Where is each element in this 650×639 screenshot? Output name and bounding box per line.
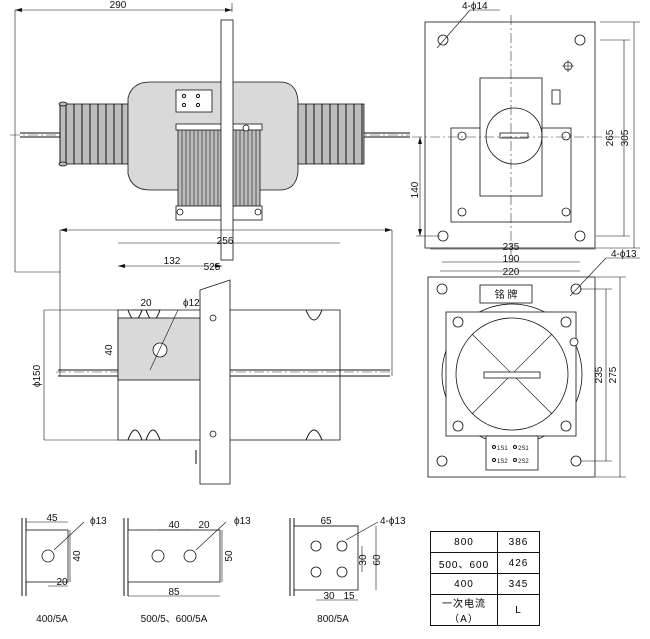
end-nameplate	[479, 284, 533, 304]
dim-290: 290	[110, 0, 127, 11]
side-hole-label: 4-ϕ14	[462, 1, 488, 12]
detail-400-hole	[41, 549, 55, 563]
side-hole	[574, 34, 586, 46]
right-bellows	[297, 103, 365, 165]
detail-400-caption: 400/5A	[36, 614, 68, 625]
terminal-1s2: 1S2	[497, 459, 508, 465]
detail-500-dim-40: 40	[168, 520, 180, 531]
dim-220: 220	[503, 267, 520, 278]
front-mounting-plate	[220, 19, 234, 261]
dim-265: 265	[605, 129, 616, 146]
table-row: 500、600 426	[430, 552, 540, 574]
end-nameplate-text: 铭 牌	[495, 288, 518, 301]
detail-800: 65 4-ϕ13 30 60 30 15 800/5A	[289, 516, 406, 625]
dim-d150: ϕ150	[32, 364, 43, 387]
top-terminal-hole	[152, 342, 168, 358]
dim-132: 132	[164, 256, 181, 267]
detail-500-dim-d13: ϕ13	[234, 516, 251, 527]
detail-800-dim-60: 60	[372, 554, 383, 566]
table-header-l: L	[497, 594, 540, 626]
table-cell-l: 345	[497, 573, 540, 595]
dim-525: 525	[204, 262, 221, 273]
front-nameplate	[175, 89, 213, 113]
table-cell-current: 400	[430, 573, 498, 595]
core-stack	[175, 123, 263, 221]
detail-800-dim-65: 65	[320, 516, 332, 527]
detail-800-hole-label: 4-ϕ13	[380, 516, 406, 527]
table-cell-current: 800	[430, 531, 498, 553]
detail-500-dim-85: 85	[168, 587, 180, 598]
detail-500-dim-50: 50	[224, 550, 235, 562]
terminal-1s1: 1S1	[497, 446, 508, 452]
table-header-row: 一次电流（A） L	[430, 594, 540, 626]
front-view: 290	[10, 0, 410, 273]
detail-400: 45 ϕ13 40 20 400/5A	[21, 513, 107, 625]
terminal-2s2: 2S2	[518, 459, 529, 465]
detail-400-dim-45: 45	[46, 513, 58, 524]
dim-305: 305	[620, 129, 631, 146]
detail-800-dim-30-v: 30	[358, 554, 369, 566]
dim-235-side: 235	[503, 242, 520, 253]
end-hole-label: 4-ϕ13	[611, 249, 637, 260]
detail-800-caption: 800/5A	[317, 614, 349, 625]
detail-800-dim-30-h: 30	[323, 591, 335, 602]
top-mounting-plate	[199, 279, 231, 485]
dim-190: 190	[503, 254, 520, 265]
dim-140: 140	[410, 181, 421, 198]
detail-500-600: 40 20 ϕ13 50 85 500/5、600/5A	[123, 516, 251, 625]
dim-40: 40	[104, 344, 115, 356]
end-view: 铭 牌 1S1 2S1 1S2 2S2 4-ϕ13 235 275	[427, 249, 640, 478]
side-hole	[574, 230, 586, 242]
detail-500-dim-20: 20	[198, 520, 210, 531]
table-header-current: 一次电流（A）	[430, 594, 498, 626]
side-view: 4-ϕ14 140 265 305 235 190 220	[410, 1, 640, 278]
ratings-table: 800 386 500、600 426 400 345 一次电流（A） L	[430, 531, 540, 626]
detail-800-dim-15: 15	[343, 591, 355, 602]
left-bellows	[58, 101, 129, 167]
end-terminal-box	[485, 435, 539, 471]
table-row: 800 386	[430, 531, 540, 553]
terminal-2s1: 2S1	[518, 446, 529, 452]
dim-235-end: 235	[594, 366, 605, 383]
dim-275: 275	[608, 366, 619, 383]
detail-400-dim-d13: ϕ13	[90, 516, 107, 527]
detail-500-caption: 500/5、600/5A	[141, 614, 208, 625]
side-hole	[437, 34, 449, 46]
table-cell-l: 386	[497, 531, 540, 553]
top-view: 525 256 132 ϕ150 ϕ12 20 40	[32, 228, 393, 485]
dim-256: 256	[217, 236, 234, 247]
dim-d12: ϕ12	[183, 298, 200, 309]
detail-400-dim-20: 20	[56, 577, 68, 588]
table-cell-current: 500、600	[430, 552, 498, 574]
table-row: 400 345	[430, 573, 540, 595]
dim-20: 20	[140, 298, 152, 309]
detail-400-dim-40: 40	[72, 550, 83, 562]
table-cell-l: 426	[497, 552, 540, 574]
